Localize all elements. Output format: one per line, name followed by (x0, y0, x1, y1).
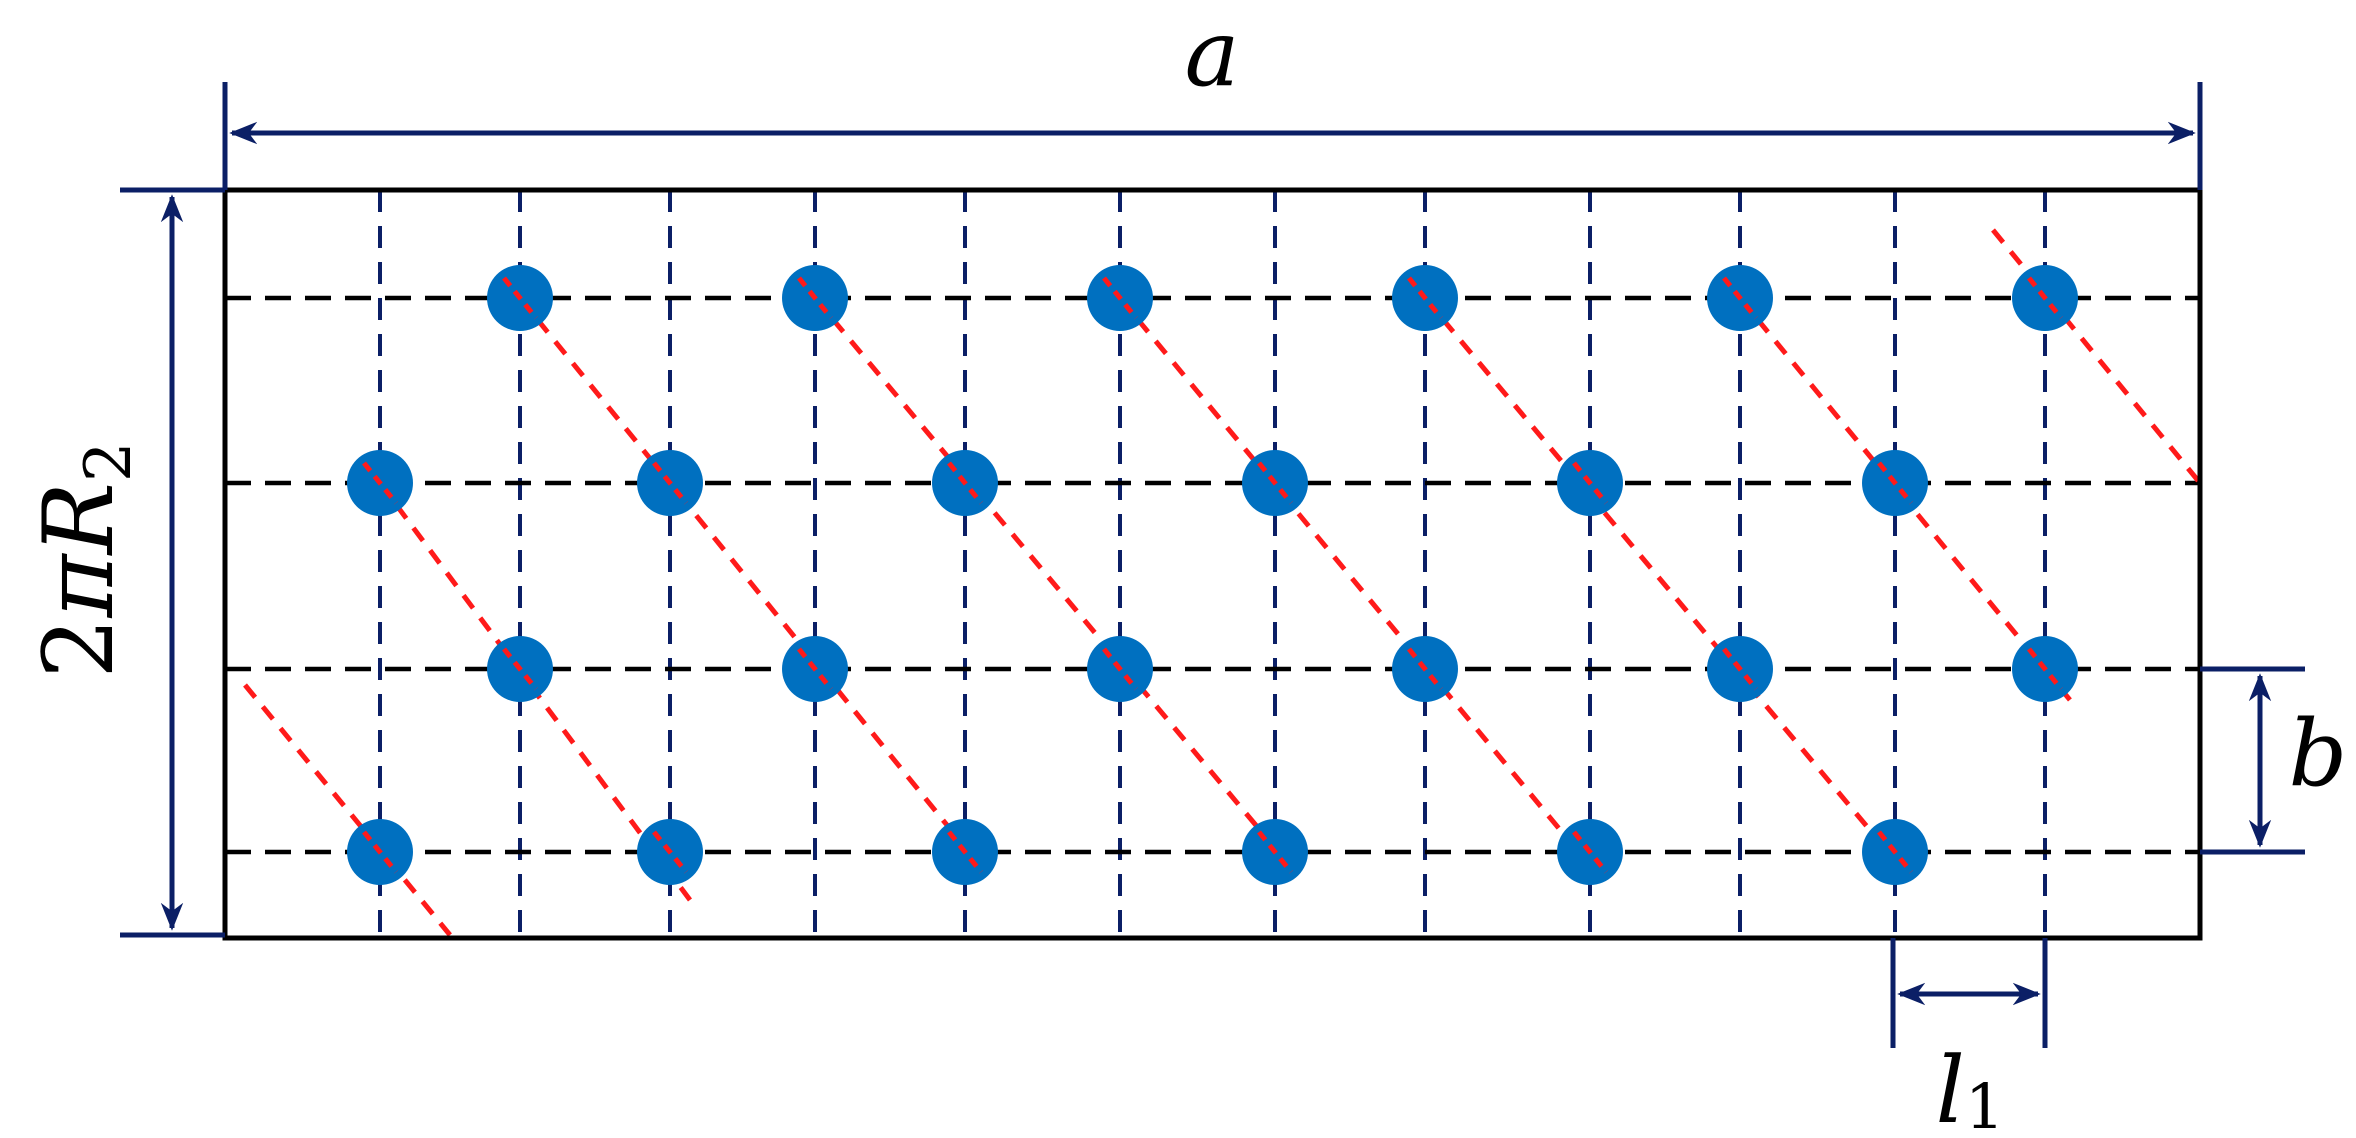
height-dimension: 2πR2 (23, 187, 225, 938)
helix-line-segment (1572, 461, 1608, 505)
helix-line (813, 296, 1297, 874)
helix-line-segment (1877, 830, 1913, 874)
helix-line-segment (947, 461, 983, 505)
frame-rectangle (222, 187, 2203, 941)
node-dots (347, 265, 2078, 885)
helix-line-segment (502, 647, 538, 691)
helix-line (1991, 228, 2202, 485)
helix-line-segment (1722, 647, 1758, 691)
helix-line-segment (1572, 830, 1608, 874)
helix-line-segment (2027, 276, 2063, 320)
helix-line-segment (797, 276, 833, 320)
helix-line-segment (652, 830, 688, 874)
row-spacing-label: b (2289, 700, 2348, 807)
column-spacing-label: l1 (1936, 1037, 2005, 1138)
helix-line-segment (1407, 647, 1443, 691)
helix-line-segment (1257, 830, 1293, 874)
helix-line-segment (1407, 276, 1443, 320)
helix-line-segment (1102, 276, 1138, 320)
helix-line-segment (1722, 276, 1758, 320)
helix-line-segment (502, 276, 538, 320)
helix-line-segment (2027, 647, 2063, 691)
helix-line (518, 296, 987, 874)
helix-line-segment (362, 461, 398, 505)
helix-line (1118, 296, 1597, 874)
helix-line-overlays (362, 276, 2063, 874)
helix-line-segment (1102, 647, 1138, 691)
helix-line-segment (797, 647, 833, 691)
width-dimension: a (222, 0, 2203, 190)
helix-line-segment (1877, 461, 1913, 505)
helix-line (1423, 296, 1907, 874)
helix-line-segment (362, 830, 398, 874)
column-spacing-dimension: l1 (1890, 938, 2048, 1138)
helix-line-segment (652, 461, 688, 505)
vertical-grid-lines (378, 190, 2047, 935)
width-label: a (1185, 0, 1240, 107)
helix-line-segment (947, 830, 983, 874)
height-label: 2πR2 (23, 441, 146, 678)
row-spacing-dimension: b (2200, 666, 2348, 855)
helix-line-segment (1257, 461, 1293, 505)
helix-line (243, 683, 452, 937)
helix-lines (243, 228, 2202, 937)
